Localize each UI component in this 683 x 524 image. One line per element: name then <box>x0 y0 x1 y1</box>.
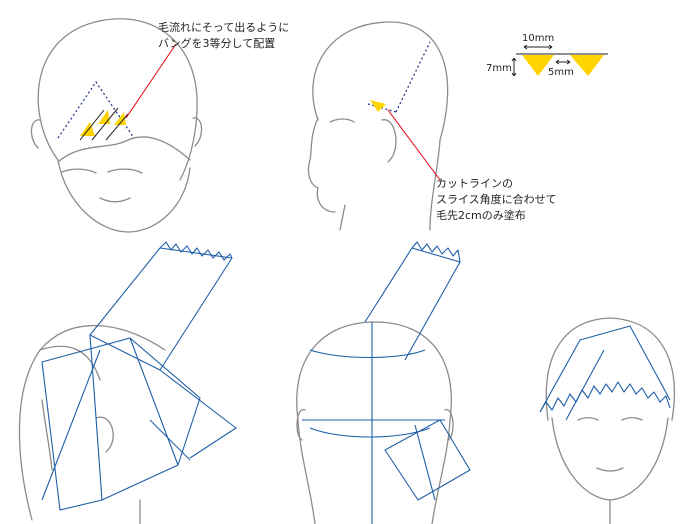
head-side-view <box>307 21 449 231</box>
gap-dimension-label: 5mm <box>548 67 574 78</box>
side-color-patch <box>370 100 386 112</box>
head-front-foil <box>545 317 676 524</box>
foil-set-back <box>302 241 471 524</box>
cut-note-line2: スライス角度に合わせて <box>436 193 557 206</box>
head-back-foils <box>296 321 454 524</box>
bang-leader-line <box>125 43 177 119</box>
bang-note-line1: 毛流れにそって出るように <box>158 21 290 34</box>
triangle-patch-left <box>522 55 554 76</box>
foil-band-front <box>539 325 671 421</box>
cut-note-line1: カットラインの <box>436 177 513 190</box>
cut-note-line3: 毛先2cmのみ塗布 <box>436 209 526 222</box>
triangle-patch-right <box>570 55 604 76</box>
width-dimension-label: 10mm <box>522 33 555 44</box>
height-dimension-label: 7mm <box>486 63 512 74</box>
head-top-front-view <box>30 18 203 233</box>
bang-note-line2: バングを3等分して配置 <box>158 37 276 50</box>
foil-set-side <box>41 241 237 511</box>
cut-leader-line <box>387 109 441 181</box>
dimension-diagram <box>511 44 608 77</box>
head-side-foils <box>18 324 166 524</box>
